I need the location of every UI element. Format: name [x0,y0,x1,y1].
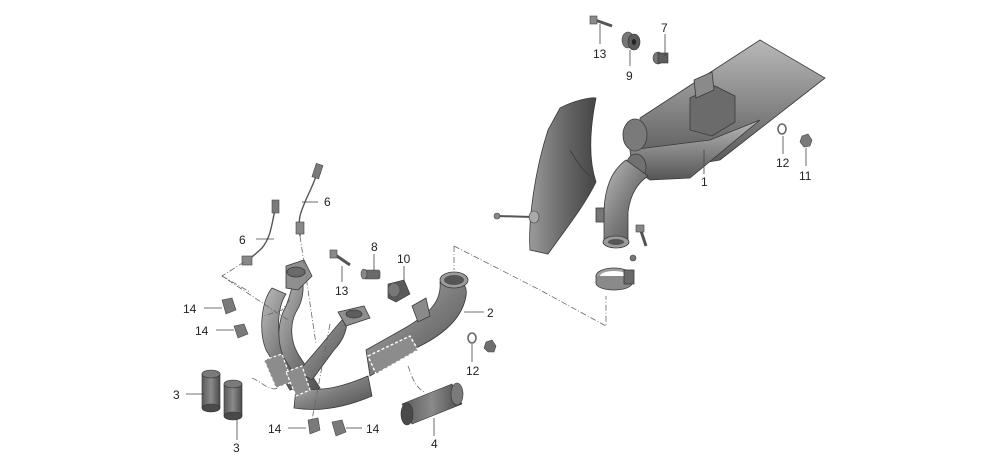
callout-14-d: 14 [366,422,380,436]
washer-part-12-right [777,123,787,135]
callout-14-a: 14 [183,302,197,316]
nut-part-14-d [331,419,347,437]
sleeve-part-4 [400,382,464,426]
muffler-part-1 [595,39,826,249]
callout-14-c: 14 [268,422,282,436]
callout-11: 11 [799,169,812,183]
link-bolt [629,224,648,262]
callout-7: 7 [661,21,668,35]
leader-lines [186,24,807,440]
bolt-part-13-top [589,15,613,28]
sensor-part-6-left [241,199,280,266]
callout-labels: 1 2 3 3 4 6 6 7 8 9 10 11 12 12 13 13 14… [173,21,812,455]
nut-header [483,339,497,353]
nut-part-11 [799,133,813,148]
nut-part-14-b [233,323,249,339]
sleeve-part-3-a [201,369,221,413]
nut-part-14-a [221,297,237,315]
spacer-part-7 [652,51,669,65]
shield-screw [493,210,540,224]
washer-part-12-left [467,332,477,344]
callout-13-a: 13 [593,47,607,61]
callout-1: 1 [701,175,708,189]
callout-12-a: 12 [776,156,790,170]
stud-part-8 [360,268,381,280]
callout-6-a: 6 [239,233,246,247]
pipe-clamp [595,267,635,291]
callout-3-b: 3 [233,441,240,455]
callout-10: 10 [397,252,411,266]
callout-13-b: 13 [335,284,349,298]
callout-8: 8 [371,240,378,254]
callout-9: 9 [626,69,633,83]
sleeve-part-3-b [223,379,243,421]
assembly-lines [221,235,607,421]
grommet-part-9 [621,31,641,51]
callout-14-b: 14 [195,324,209,338]
callout-12-b: 12 [466,364,480,378]
callout-4: 4 [431,437,438,451]
muffler-heat-shield [529,97,597,255]
header-part-2 [365,271,469,377]
callout-2: 2 [487,306,494,320]
sensor-part-6-right [295,163,324,237]
header-pipes [261,259,373,410]
callout-6-b: 6 [324,195,331,209]
grommet-part-10 [387,279,411,303]
callout-3-a: 3 [173,388,180,402]
bolt-part-13-mid [329,249,351,267]
nut-part-14-c [307,417,321,435]
